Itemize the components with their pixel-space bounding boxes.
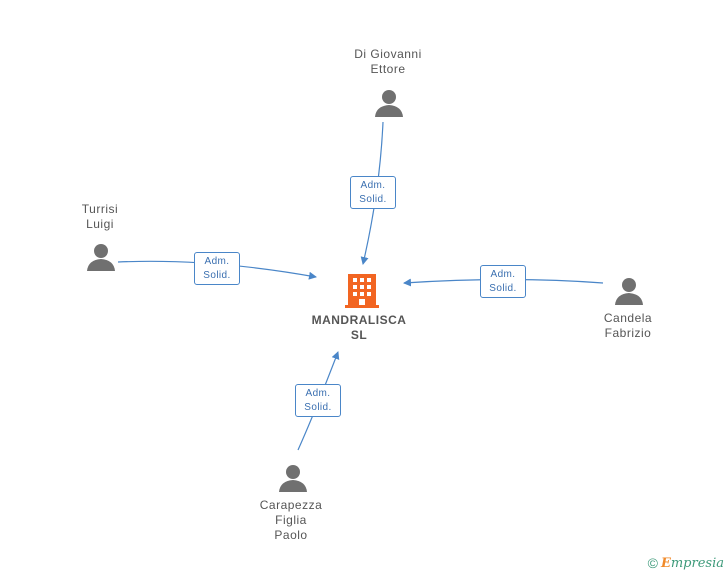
name-line: Ettore [370,62,406,76]
name-line: Fabrizio [604,326,652,340]
brand-rest: mpresia [670,555,724,571]
company-name-line-1: MANDRALISCA [311,313,407,327]
role-line: Adm. [490,269,516,280]
role-line: Solid. [489,283,517,294]
name-line: Di Giovanni [354,47,422,61]
brand-initial: E [660,555,671,571]
name-line: Carapezza [259,498,323,512]
person-icon[interactable] [86,242,116,272]
person-icon[interactable] [278,463,308,493]
person-name-carapezza-figlia-paolo[interactable]: Carapezza Figlia Paolo [248,498,334,543]
role-line: Solid. [304,402,332,413]
name-line: Paolo [274,528,308,542]
role-line: Adm. [305,388,331,399]
copyright-icon: © [647,555,658,571]
role-label-candela-fabrizio[interactable]: Adm. Solid. [480,265,526,298]
name-line: Turrisi [81,202,119,216]
footer-brand: © Empresia [648,555,724,571]
person-icon[interactable] [614,276,644,306]
person-icon[interactable] [374,88,404,118]
name-line: Figlia [275,513,307,527]
company-name-line-2: SL [350,328,368,342]
role-line: Solid. [203,270,231,281]
role-label-di-giovanni-ettore[interactable]: Adm. Solid. [350,176,396,209]
role-line: Adm. [360,180,386,191]
role-line: Solid. [359,194,387,205]
building-icon[interactable] [345,272,379,308]
name-line: Luigi [86,217,114,231]
person-name-candela-fabrizio[interactable]: Candela Fabrizio [586,311,670,341]
name-line: Candela [603,311,653,325]
role-line: Adm. [204,256,230,267]
role-label-carapezza-figlia-paolo[interactable]: Adm. Solid. [295,384,341,417]
person-name-turrisi-luigi[interactable]: Turrisi Luigi [60,202,140,232]
empresia-logo[interactable]: Empresia [661,556,724,571]
company-name[interactable]: MANDRALISCA SL [300,313,418,343]
person-name-di-giovanni-ettore[interactable]: Di Giovanni Ettore [333,47,443,77]
role-label-turrisi-luigi[interactable]: Adm. Solid. [194,252,240,285]
